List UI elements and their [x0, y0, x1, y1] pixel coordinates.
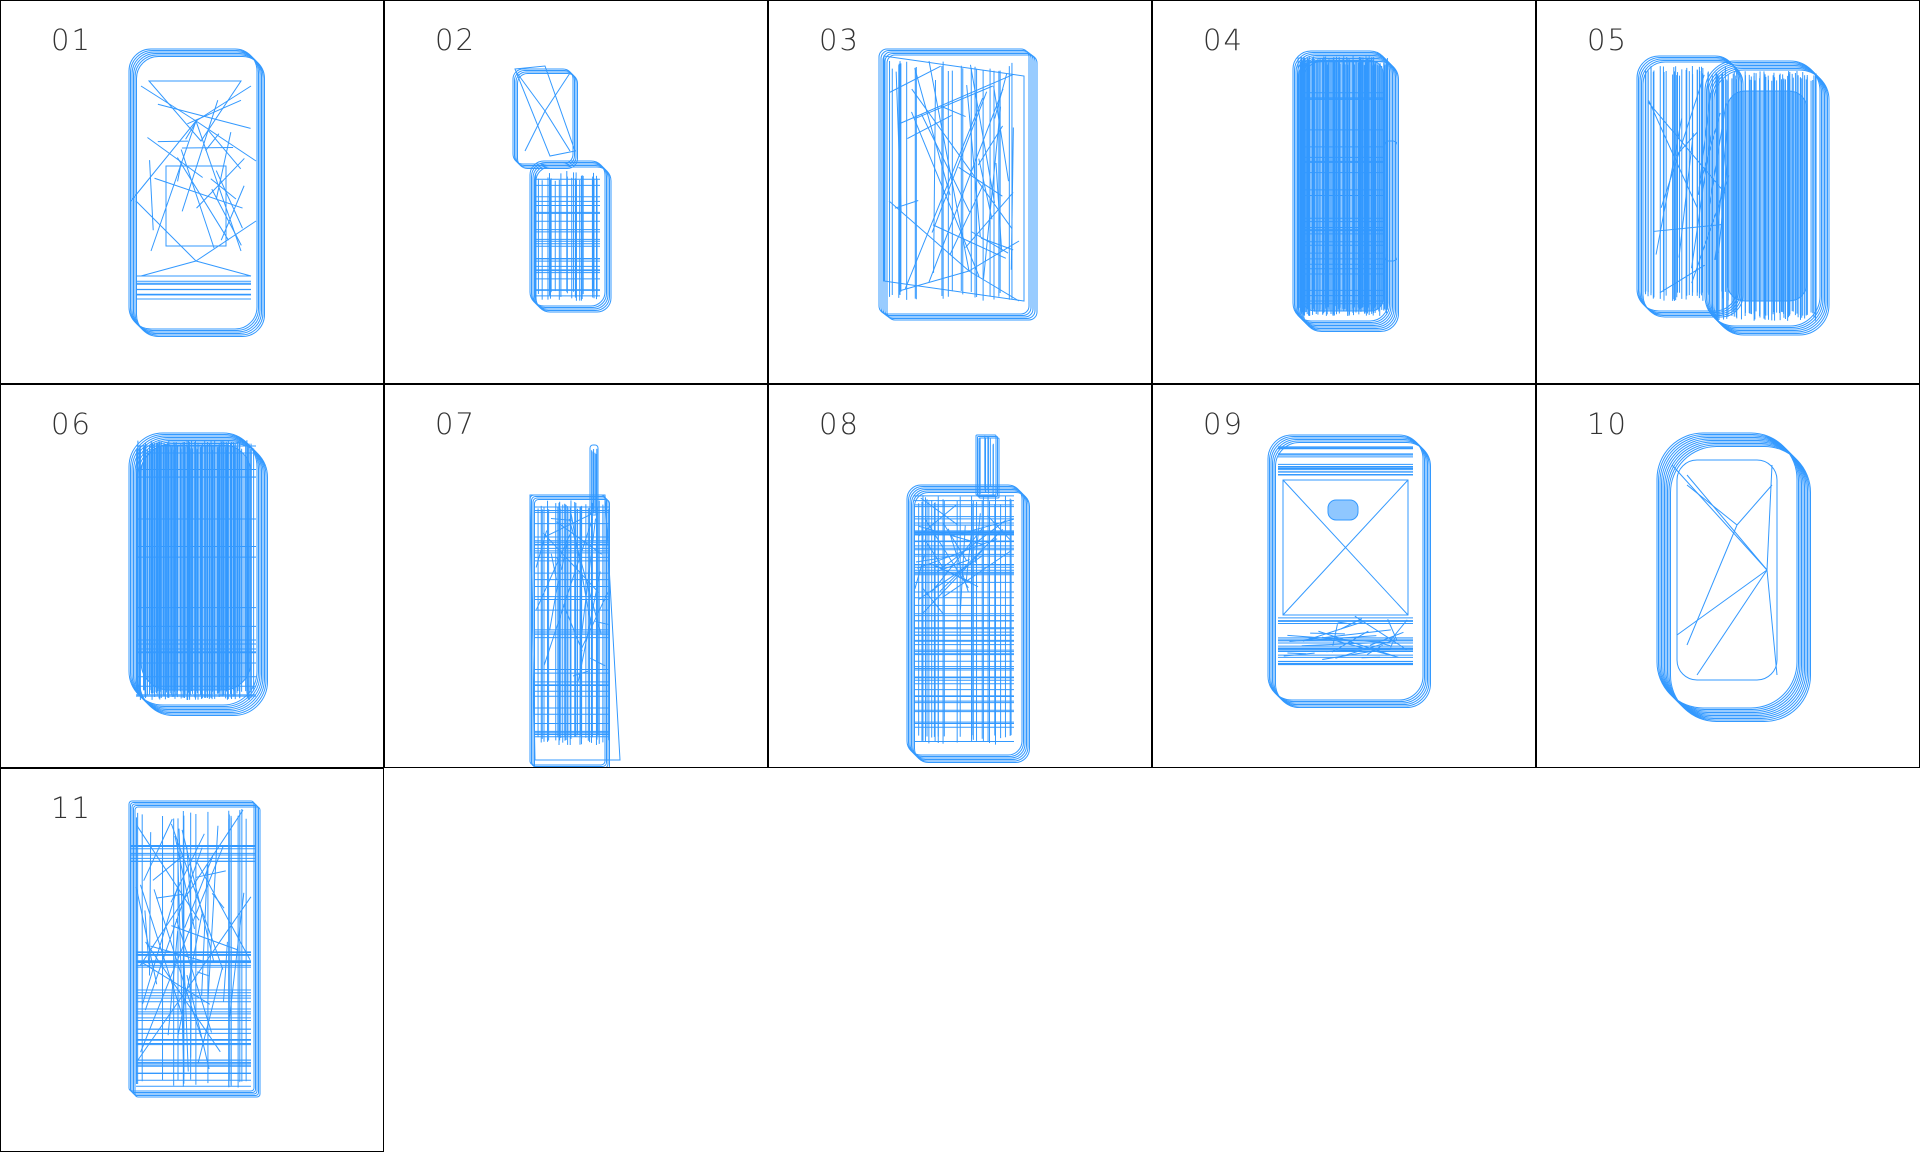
wireframe-model-08 [906, 434, 1030, 763]
cell-number: 04 [1203, 23, 1244, 57]
cell-number: 05 [1587, 23, 1628, 57]
wireframe-model-09 [1267, 434, 1431, 708]
grid-cell-08: 08 [768, 384, 1152, 768]
wireframe-model-04 [1292, 50, 1399, 332]
cell-number: 01 [51, 23, 92, 57]
cell-number: 09 [1203, 407, 1244, 441]
grid-cell-10: 10 [1536, 384, 1920, 768]
grid-cell-06: 06 [0, 384, 384, 768]
wireframe-model-01 [128, 48, 265, 337]
wireframe-model-03 [878, 48, 1038, 321]
grid-cell-04: 04 [1152, 0, 1536, 384]
cell-number: 03 [819, 23, 860, 57]
wireframe-model-11 [128, 800, 261, 1098]
grid-cell-05: 05 [1536, 0, 1920, 384]
wireframe-model-06 [128, 432, 268, 716]
wireframe-model-05 [1636, 55, 1830, 336]
cell-number: 10 [1587, 407, 1628, 441]
cell-number: 11 [51, 791, 92, 825]
cell-number: 06 [51, 407, 92, 441]
grid-cell-09: 09 [1152, 384, 1536, 768]
grid-cell-03: 03 [768, 0, 1152, 384]
grid-cell-01: 01 [0, 0, 384, 384]
cell-number: 02 [435, 23, 476, 57]
grid-cell-11: 11 [0, 768, 384, 1152]
cell-number: 08 [819, 407, 860, 441]
wireframe-model-07 [529, 444, 621, 767]
wireframe-model-10 [1656, 432, 1811, 722]
grid-cell-07: 07 [384, 384, 768, 768]
grid-cell-02: 02 [384, 0, 768, 384]
wireframe-model-02 [512, 65, 612, 313]
cell-number: 07 [435, 407, 476, 441]
